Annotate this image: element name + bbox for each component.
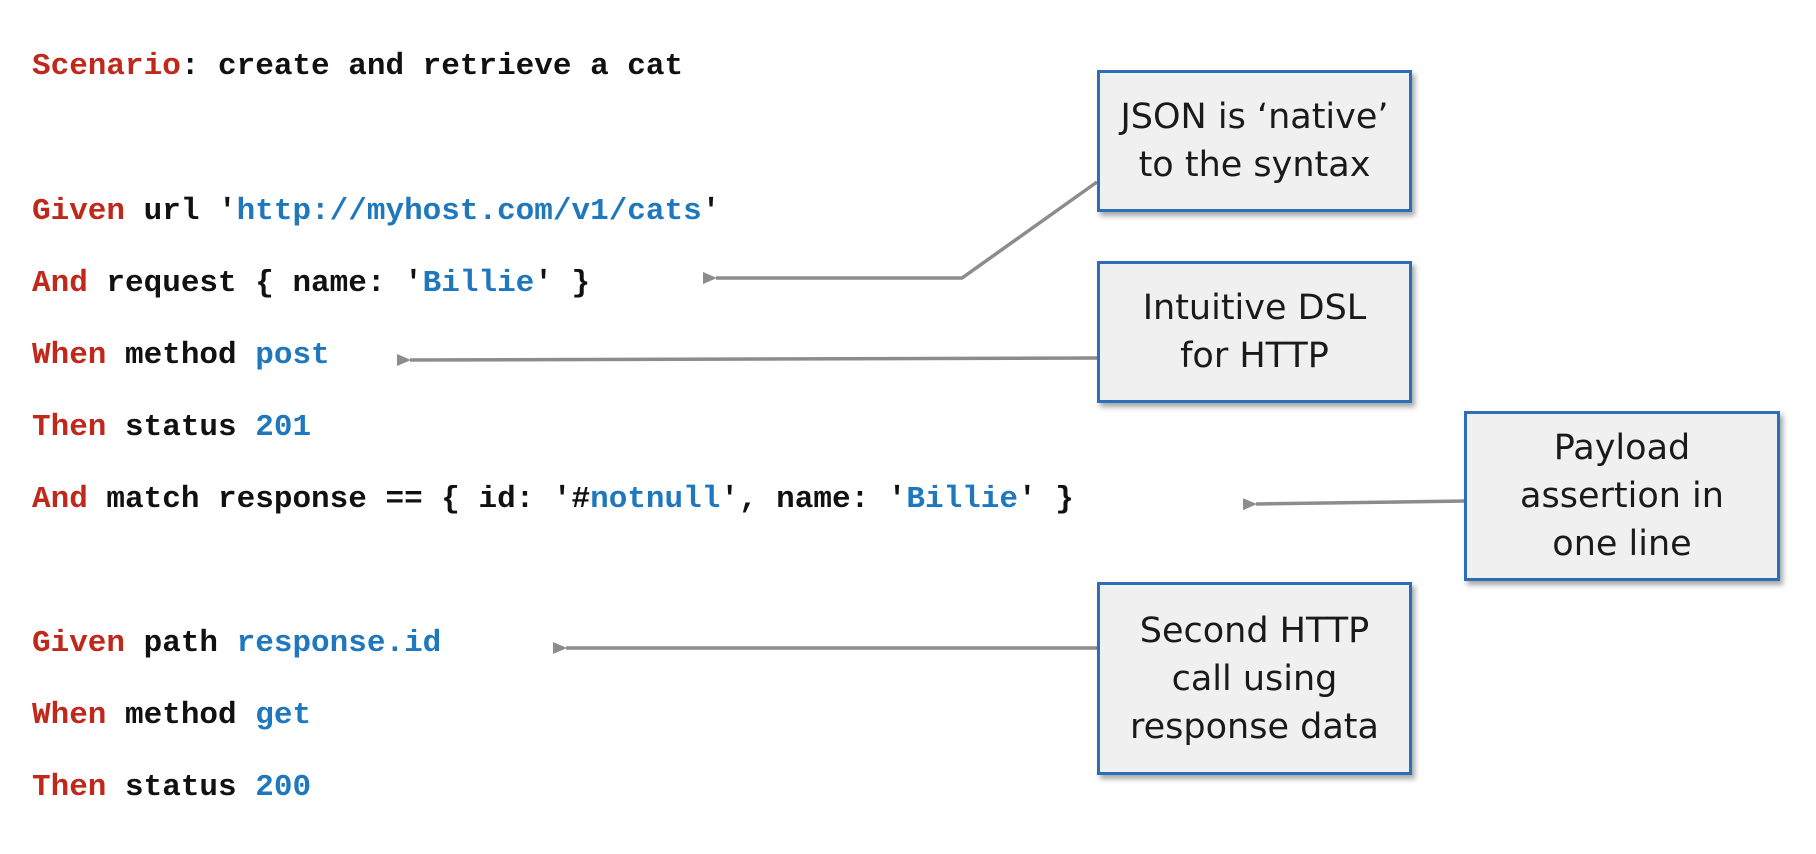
- given-keyword: Given: [32, 626, 126, 661]
- method-post-value: post: [255, 338, 330, 373]
- request-line: And request { name: 'Billie' }: [32, 264, 590, 304]
- when-keyword: When: [32, 698, 107, 733]
- method-get-line: When method get: [32, 696, 311, 736]
- match-text-1: match response == { id: '#: [87, 482, 591, 517]
- then-keyword: Then: [32, 410, 107, 445]
- callout-intuitive-dsl-line2: for HTTP: [1180, 336, 1329, 376]
- request-name-value: Billie: [422, 266, 535, 301]
- method-text: method: [106, 338, 256, 373]
- intuitive-dsl-arrow: [396, 354, 1098, 367]
- when-keyword: When: [32, 338, 107, 373]
- scenario-keyword: Scenario: [32, 49, 181, 84]
- match-text-2: ', name: ': [720, 482, 907, 517]
- given-keyword: Given: [32, 194, 126, 229]
- and-keyword: And: [32, 266, 88, 301]
- notnull-value: notnull: [590, 482, 721, 517]
- callout-payload-assertion-line3: one line: [1552, 524, 1692, 564]
- callout-second-call-line2: call using: [1171, 658, 1338, 699]
- request-text: request { name: ': [87, 266, 423, 301]
- callout-json-native-line2: to the syntax: [1138, 145, 1371, 185]
- method-post-line: When method post: [32, 336, 330, 376]
- scenario-title: : create and retrieve a cat: [180, 49, 684, 84]
- callout-intuitive-dsl: Intuitive DSL for HTTP: [1097, 261, 1412, 403]
- status-text: status: [106, 410, 256, 445]
- callout-payload-assertion: Payload assertion in one line: [1464, 411, 1780, 581]
- payload-assertion-arrow: [1242, 498, 1467, 511]
- status-200-line: Then status 200: [32, 768, 311, 808]
- match-line: And match response == { id: '#notnull', …: [32, 480, 1074, 520]
- method-get-value: get: [255, 698, 312, 733]
- path-text: path: [125, 626, 237, 661]
- callout-payload-assertion-line2: assertion in: [1520, 476, 1724, 516]
- callout-json-native: JSON is ‘native’ to the syntax: [1097, 70, 1412, 212]
- method-text: method: [106, 698, 256, 733]
- callout-second-call-line1: Second HTTP: [1139, 610, 1370, 651]
- json-native-arrow: [703, 180, 1099, 284]
- given-url-text: url ': [125, 194, 237, 229]
- feature-code: Scenario: create and retrieve a cat Give…: [32, 0, 1074, 805]
- and-keyword: And: [32, 482, 88, 517]
- status-201-value: 201: [255, 410, 312, 445]
- given-path-line: Given path response.id: [32, 624, 441, 664]
- status-text: status: [106, 770, 256, 805]
- given-url-tail: ': [701, 194, 721, 229]
- given-url-line: Given url 'http://myhost.com/v1/cats': [32, 192, 720, 232]
- callout-json-native-line1: JSON is ‘native’: [1120, 97, 1389, 137]
- match-name-value: Billie: [906, 482, 1018, 517]
- callout-second-call-line3: response data: [1130, 706, 1379, 747]
- match-tail: ' }: [1018, 482, 1074, 517]
- request-tail: ' }: [534, 266, 591, 301]
- callout-payload-assertion-line1: Payload: [1553, 428, 1691, 468]
- status-201-line: Then status 201: [32, 408, 311, 448]
- path-value: response.id: [236, 626, 442, 661]
- status-200-value: 200: [255, 770, 312, 805]
- callout-second-call: Second HTTP call using response data: [1097, 582, 1412, 775]
- url-value: http://myhost.com/v1/cats: [236, 194, 702, 229]
- callout-intuitive-dsl-line1: Intuitive DSL: [1142, 288, 1367, 328]
- scenario-line: Scenario: create and retrieve a cat: [32, 47, 683, 87]
- then-keyword: Then: [32, 770, 107, 805]
